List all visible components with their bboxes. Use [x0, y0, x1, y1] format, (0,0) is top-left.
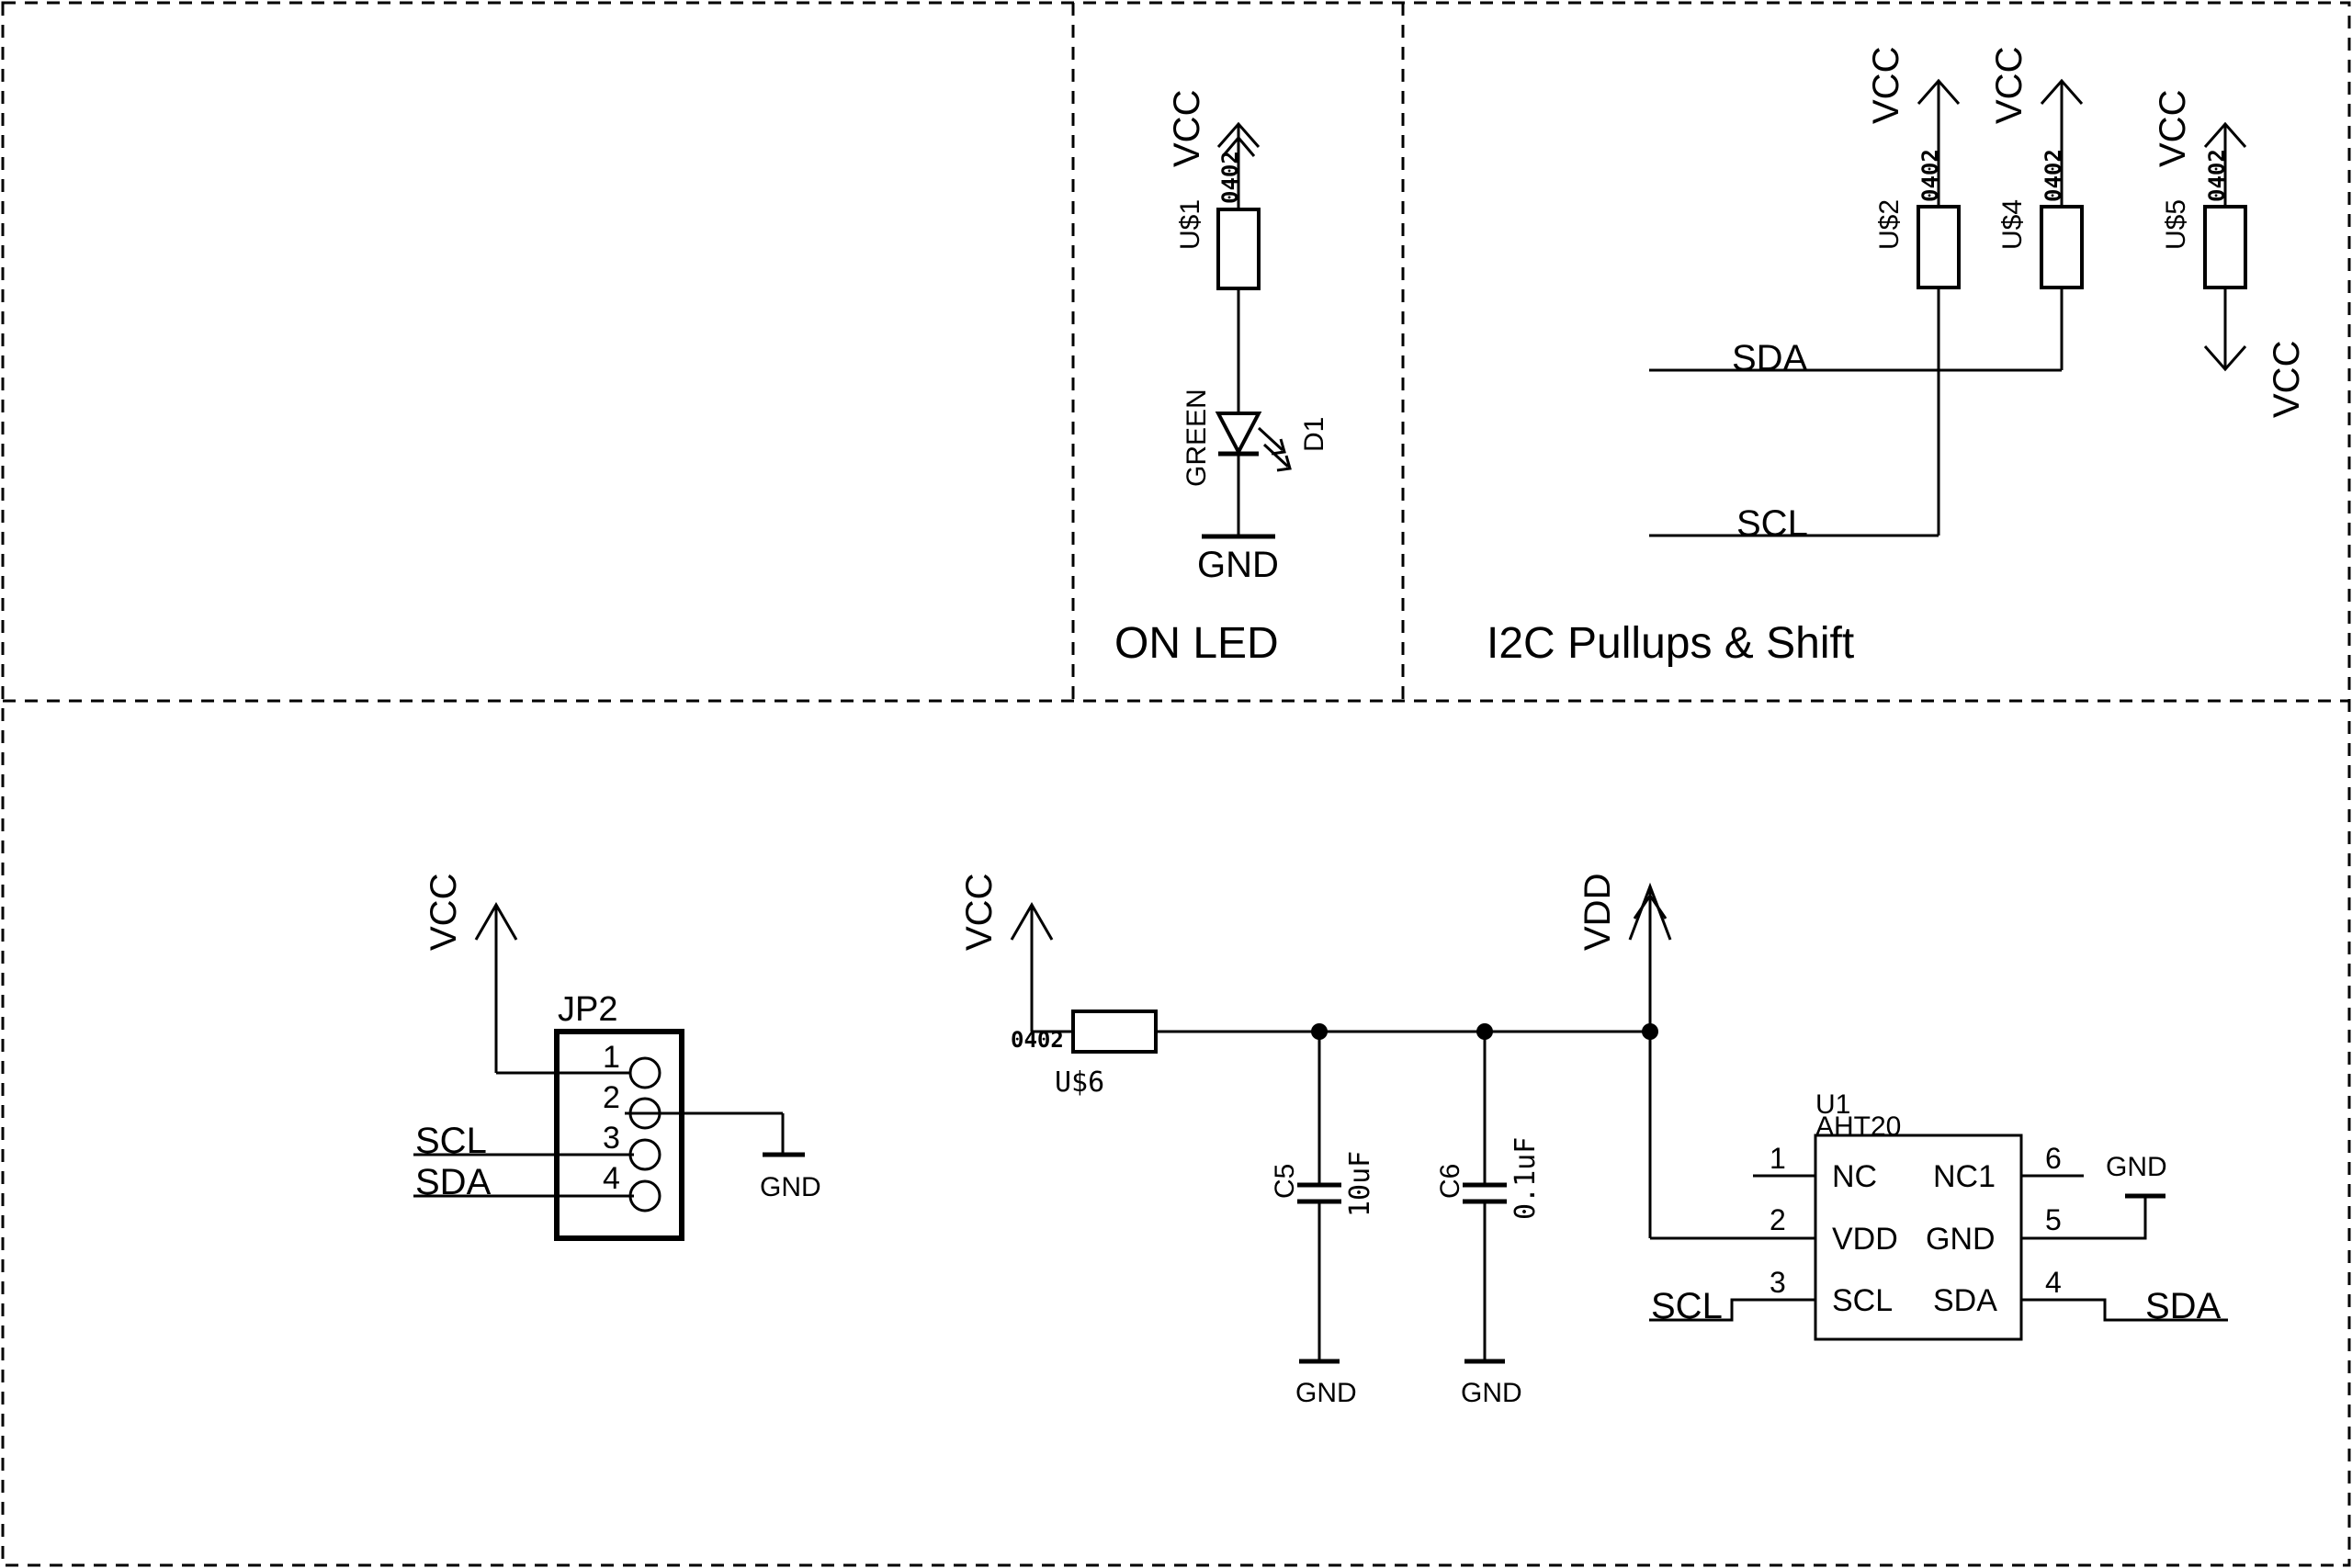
sda-label-u1: SDA [2145, 1286, 2222, 1326]
vdd-label: VDD [1577, 874, 1618, 951]
scl-label-jp2: SCL [415, 1121, 487, 1161]
c6-value: 0.1uF [1510, 1137, 1542, 1220]
vcc-label-led: VCC [1167, 90, 1207, 167]
gnd-label-u1: GND [2106, 1152, 2167, 1182]
vcc-label-us5-top: VCC [2153, 90, 2193, 167]
us4-name: U$4 [1997, 199, 2028, 250]
d1-value: GREEN [1182, 389, 1212, 487]
resistor-us5 [2203, 205, 2247, 289]
u1-pin4-num: 4 [2045, 1266, 2062, 1299]
jp2-pin1: 1 [603, 1040, 620, 1075]
scl-label-u1: SCL [1651, 1286, 1723, 1326]
us1-value: 0402 [1217, 151, 1243, 204]
gnd-label-c6: GND [1461, 1378, 1522, 1408]
vcc-label-us5-bottom: VCC [2267, 341, 2307, 418]
jp2-pin2: 2 [603, 1080, 620, 1115]
u1-pin1-name: NC [1832, 1159, 1877, 1194]
d1-name: D1 [1299, 417, 1329, 452]
us4-value: 0402 [2041, 149, 2066, 202]
u1-pin4-name: SDA [1933, 1283, 1997, 1318]
gnd-label-c5: GND [1295, 1378, 1357, 1408]
led-d1-symbol [1215, 412, 1262, 457]
vcc-label-jp2: VCC [424, 874, 464, 951]
u1-value: AHT20 [1815, 1111, 1901, 1142]
jp2-pin4: 4 [603, 1161, 620, 1196]
us2-name: U$2 [1874, 199, 1905, 250]
sda-net-label-top: SDA [1732, 338, 1808, 378]
us2-value: 0402 [1917, 149, 1943, 202]
jp2-name: JP2 [558, 990, 617, 1029]
u1-pin3-num: 3 [1770, 1266, 1786, 1299]
gnd-label-led: GND [1197, 545, 1279, 585]
section-title-i2c-pullups: I2C Pullups & Shift [1487, 619, 1854, 668]
u1-pin5-name: GND [1926, 1222, 1996, 1257]
vcc-label-filter: VCC [959, 874, 1000, 951]
u1-pin6-num: 6 [2045, 1142, 2062, 1175]
jp2-connector: VCC JP2 1 2 3 4 GND SCL SDA [413, 874, 821, 1241]
sda-label-jp2: SDA [415, 1162, 492, 1202]
c5-name: C5 [1270, 1164, 1300, 1199]
vcc-label-us2: VCC [1866, 47, 1906, 124]
vcc-label-us4: VCC [1989, 47, 2030, 124]
us6-name: U$6 [1055, 1066, 1104, 1099]
resistor-us2 [1917, 205, 1961, 289]
u1-pin2-num: 2 [1770, 1203, 1786, 1236]
u1-body [1814, 1134, 2023, 1341]
us1-name: U$1 [1175, 199, 1205, 250]
u1-aht20: U1 AHT20 1 NC 2 VDD 3 SCL SCL 6 NC1 GND … [1649, 1089, 2228, 1341]
jp2-pin3: 3 [603, 1121, 620, 1156]
resistor-us1 [1216, 208, 1261, 290]
power-filter-circuit: VCC 0402 U$6 C5 10uF GND C6 0.1uF GND VD… [959, 874, 1815, 1408]
i2c-pullups-circuit: VCC 0402 U$2 VCC 0402 U$4 VCC 0402 U$5 V… [1649, 47, 2307, 544]
us5-name: U$5 [2161, 199, 2191, 250]
u1-pin2-name: VDD [1832, 1222, 1898, 1257]
resistor-us6 [1071, 1010, 1158, 1054]
u1-pin5-num: 5 [2045, 1203, 2062, 1236]
u1-pin3-name: SCL [1832, 1283, 1893, 1318]
gnd-label-jp2: GND [760, 1172, 821, 1202]
resistor-us4 [2040, 205, 2084, 289]
u1-pin1-num: 1 [1770, 1142, 1786, 1175]
scl-net-label-top: SCL [1736, 503, 1808, 544]
u1-pin6-name: NC1 [1933, 1159, 1996, 1194]
c6-name: C6 [1435, 1164, 1465, 1199]
us5-value: 0402 [2204, 149, 2230, 202]
us6-value: 0402 [1011, 1027, 1064, 1053]
u1-name: U1 [1815, 1089, 1850, 1120]
section-title-on-led: ON LED [1114, 619, 1279, 668]
jp2-housing [554, 1029, 684, 1241]
on-led-circuit: VCC 0402 U$1 GREEN D1 GND [1167, 90, 1329, 585]
c5-value: 10uF [1344, 1151, 1376, 1217]
